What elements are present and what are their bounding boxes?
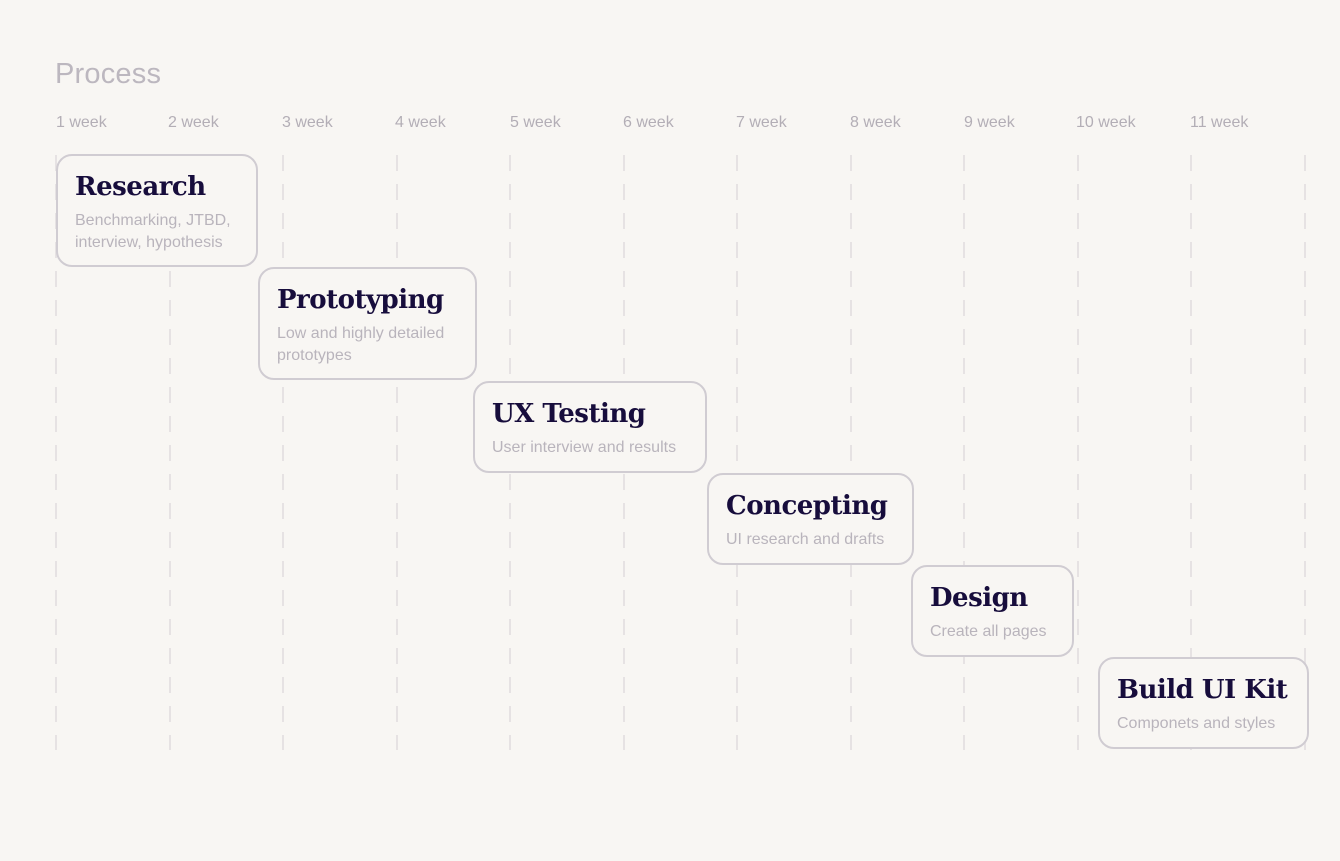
week-label: 5 week — [510, 114, 561, 131]
stage-card-build-ui-kit: Build UI Kit Componets and styles — [1098, 657, 1309, 749]
week-label: 4 week — [395, 114, 446, 131]
grid-line — [1077, 155, 1079, 750]
stage-title: Prototyping — [277, 285, 444, 315]
stage-title: Concepting — [726, 491, 888, 521]
stage-description: Low and highly detailed prototypes — [277, 325, 445, 364]
grid-line — [396, 155, 398, 750]
stage-title: Research — [75, 172, 206, 202]
grid-line — [1304, 155, 1306, 750]
grid-line — [55, 155, 57, 750]
grid-line — [282, 155, 284, 750]
stage-title: Build UI Kit — [1117, 675, 1288, 705]
week-label: 7 week — [736, 114, 787, 131]
stage-card-design: Design Create all pages — [911, 565, 1074, 657]
grid-line — [736, 155, 738, 750]
week-label: 6 week — [623, 114, 674, 131]
stage-description: Benchmarking, JTBD, interview, hypothesi… — [75, 212, 231, 251]
grid-line — [1190, 155, 1192, 750]
grid-line — [963, 155, 965, 750]
stage-card-prototyping: Prototyping Low and highly detailed prot… — [258, 267, 477, 380]
week-label: 3 week — [282, 114, 333, 131]
week-label: 1 week — [56, 114, 107, 131]
stage-description: User interview and results — [492, 439, 677, 456]
grid-line — [850, 155, 852, 750]
stage-card-ux-testing: UX Testing User interview and results — [473, 381, 707, 473]
week-label: 11 week — [1190, 114, 1249, 131]
week-label: 10 week — [1076, 114, 1136, 131]
week-label: 9 week — [964, 114, 1015, 131]
week-label: 2 week — [168, 114, 219, 131]
stage-title: Design — [930, 583, 1028, 613]
stage-title: UX Testing — [492, 399, 646, 429]
grid-line — [169, 155, 171, 750]
stage-card-concepting: Concepting UI research and drafts — [707, 473, 914, 565]
page-title: Process — [55, 58, 162, 90]
stage-card-research: Research Benchmarking, JTBD, interview, … — [56, 154, 258, 267]
week-label: 8 week — [850, 114, 901, 131]
stage-description: UI research and drafts — [726, 531, 885, 548]
stage-description: Create all pages — [930, 623, 1047, 640]
stage-description: Componets and styles — [1117, 715, 1276, 732]
